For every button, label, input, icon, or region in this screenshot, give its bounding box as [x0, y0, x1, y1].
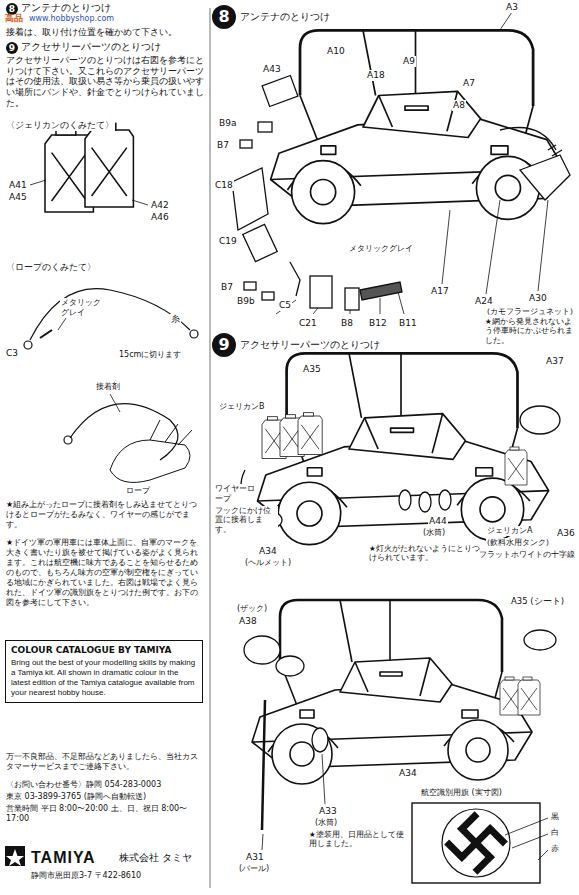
note-text: 万一不良部品、不足部品などありましたら、当社カスタマーサービスまでご連絡下さい。: [5, 752, 205, 772]
note-text: 接着剤: [95, 382, 121, 392]
part-number: B7: [220, 282, 234, 293]
note-text: ジェリカンA: [486, 526, 533, 536]
box-body: Bring out the best of your modelling ski…: [11, 658, 197, 698]
note-text: フラットホワイトの十字線: [478, 550, 576, 559]
note-text: (水筒): [314, 818, 338, 828]
part-number: B7: [216, 140, 230, 151]
note-text: ワイヤーロープ: [214, 484, 256, 504]
part-number: A35 (シート): [510, 596, 565, 607]
part-number: C5: [278, 300, 292, 311]
note-text: (ザック): [236, 604, 268, 614]
note-text: ジェリカンB: [218, 402, 266, 412]
step-heading: 8 アンテナのとりつけ: [212, 5, 330, 29]
note-text: アクセサリーパーツのとりつけは右図を参考にとりつけて下さい。又これらのアクセサリ…: [5, 55, 205, 108]
note-text: ★灯火がたれないようにとりつけられています。: [368, 544, 482, 563]
step-number: 9: [6, 42, 18, 54]
note-text: 〈ロープのくみたて〉: [5, 262, 97, 273]
note-text: アンテナのとりつけ: [20, 2, 112, 14]
box-heading: COLOUR CATALOGUE BY TAMIYA: [11, 645, 197, 655]
note-text: 赤: [550, 844, 560, 854]
note-text: 接着は、取り付け位置を確かめて下さい。: [5, 27, 205, 38]
part-number: A33: [318, 806, 338, 817]
part-number: B12: [368, 318, 388, 329]
note-text: 15cmに切ります: [118, 350, 182, 360]
part-number: C21: [298, 318, 318, 329]
note-text: アクセサリーパーツのとりつけ: [20, 41, 162, 53]
note-text: 営業時間 平日 8:00〜20:00 土、日、祝日 8:00〜17:00: [5, 804, 205, 824]
note-text: 〈お問い合わせ番号〉静岡 054-283-0003: [5, 780, 162, 790]
note-text: www.hobbyshop.com: [28, 14, 115, 24]
part-number: A36: [556, 528, 576, 539]
part-number: C18: [214, 180, 234, 191]
note-text: (カモフラージュネット): [486, 307, 574, 316]
note-text: 糸: [170, 314, 181, 325]
part-number: A31: [245, 852, 265, 863]
step-number: 8: [212, 5, 236, 29]
note-text: (バール): [238, 864, 270, 874]
note-text: メタリックグレイ: [60, 298, 108, 318]
step-heading: 9 アクセサリーパーツのとりつけ: [212, 333, 380, 357]
part-number: A44: [428, 516, 448, 527]
part-number: A7: [462, 78, 476, 89]
note-text: ★ドイツ軍の軍用車には車体上面に、自軍のマークを大きく書いたり旗を被せて掲げてい…: [5, 538, 205, 608]
part-number: A43: [262, 64, 282, 75]
note-text: (水筒): [422, 528, 446, 538]
step-number: 9: [212, 333, 236, 357]
note-text: 白: [550, 828, 560, 838]
part-number: B9a: [218, 118, 237, 129]
part-number: A35: [302, 364, 322, 375]
part-number: A8: [452, 100, 466, 111]
note-text: TAMIYA: [30, 848, 97, 868]
note-text: メタリックグレイ: [348, 244, 414, 254]
note-text: ★網から発見されないよう停車時にかぶせられました。: [484, 317, 576, 345]
part-number: A34: [258, 546, 278, 557]
part-number: A3: [505, 2, 519, 13]
part-number: A9: [402, 56, 416, 67]
catalogue-box: COLOUR CATALOGUE BY TAMIYA Bring out the …: [5, 640, 203, 703]
step-title: アンテナのとりつけ: [240, 11, 330, 24]
note-text: ★塗装用、日用品として使用しました。: [308, 830, 410, 849]
note-text: 東京 03-3899-3765 (静岡へ自動転送): [5, 792, 147, 802]
note-text: 静岡市恩田原3-7 〒422-8610: [30, 871, 142, 881]
step-title: アクセサリーパーツのとりつけ: [240, 339, 380, 352]
note-text: フックにかけ位置に接着します。: [214, 506, 278, 534]
part-number: A24: [474, 296, 494, 307]
part-number: A18: [366, 70, 386, 81]
part-number: A37: [545, 356, 565, 367]
note-text: ロープ: [125, 486, 151, 496]
note-text: 黒: [550, 812, 560, 822]
part-number: A34: [398, 768, 418, 779]
part-number: A38: [238, 616, 258, 627]
note-text: 航空識別用旗 (実寸図): [420, 788, 503, 798]
part-number: A17: [430, 286, 450, 297]
note-text: (ヘルメット): [244, 558, 292, 568]
part-number: A42: [150, 200, 170, 211]
part-number: C3: [5, 348, 19, 359]
note-text: 株式会社 タミヤ: [118, 852, 193, 865]
note-text: 高品: [4, 13, 24, 24]
part-number: B11: [398, 318, 418, 329]
part-number: A46: [150, 212, 170, 223]
part-number: A10: [326, 46, 346, 57]
part-number: B9b: [236, 296, 256, 307]
note-text: 〈ジェリカンのくみたて〉: [5, 120, 115, 131]
note-text: (飲料水用タンク): [486, 538, 550, 547]
part-number: A45: [8, 192, 28, 203]
part-number: B8: [340, 318, 354, 329]
note-text: ★組み上がったロープに接着剤をしみ込ませてとりつけるとロープがたるみなく、ワイヤ…: [5, 500, 205, 530]
part-number: C19: [218, 236, 238, 247]
part-number: A41: [8, 180, 28, 191]
part-number: A30: [528, 293, 548, 304]
